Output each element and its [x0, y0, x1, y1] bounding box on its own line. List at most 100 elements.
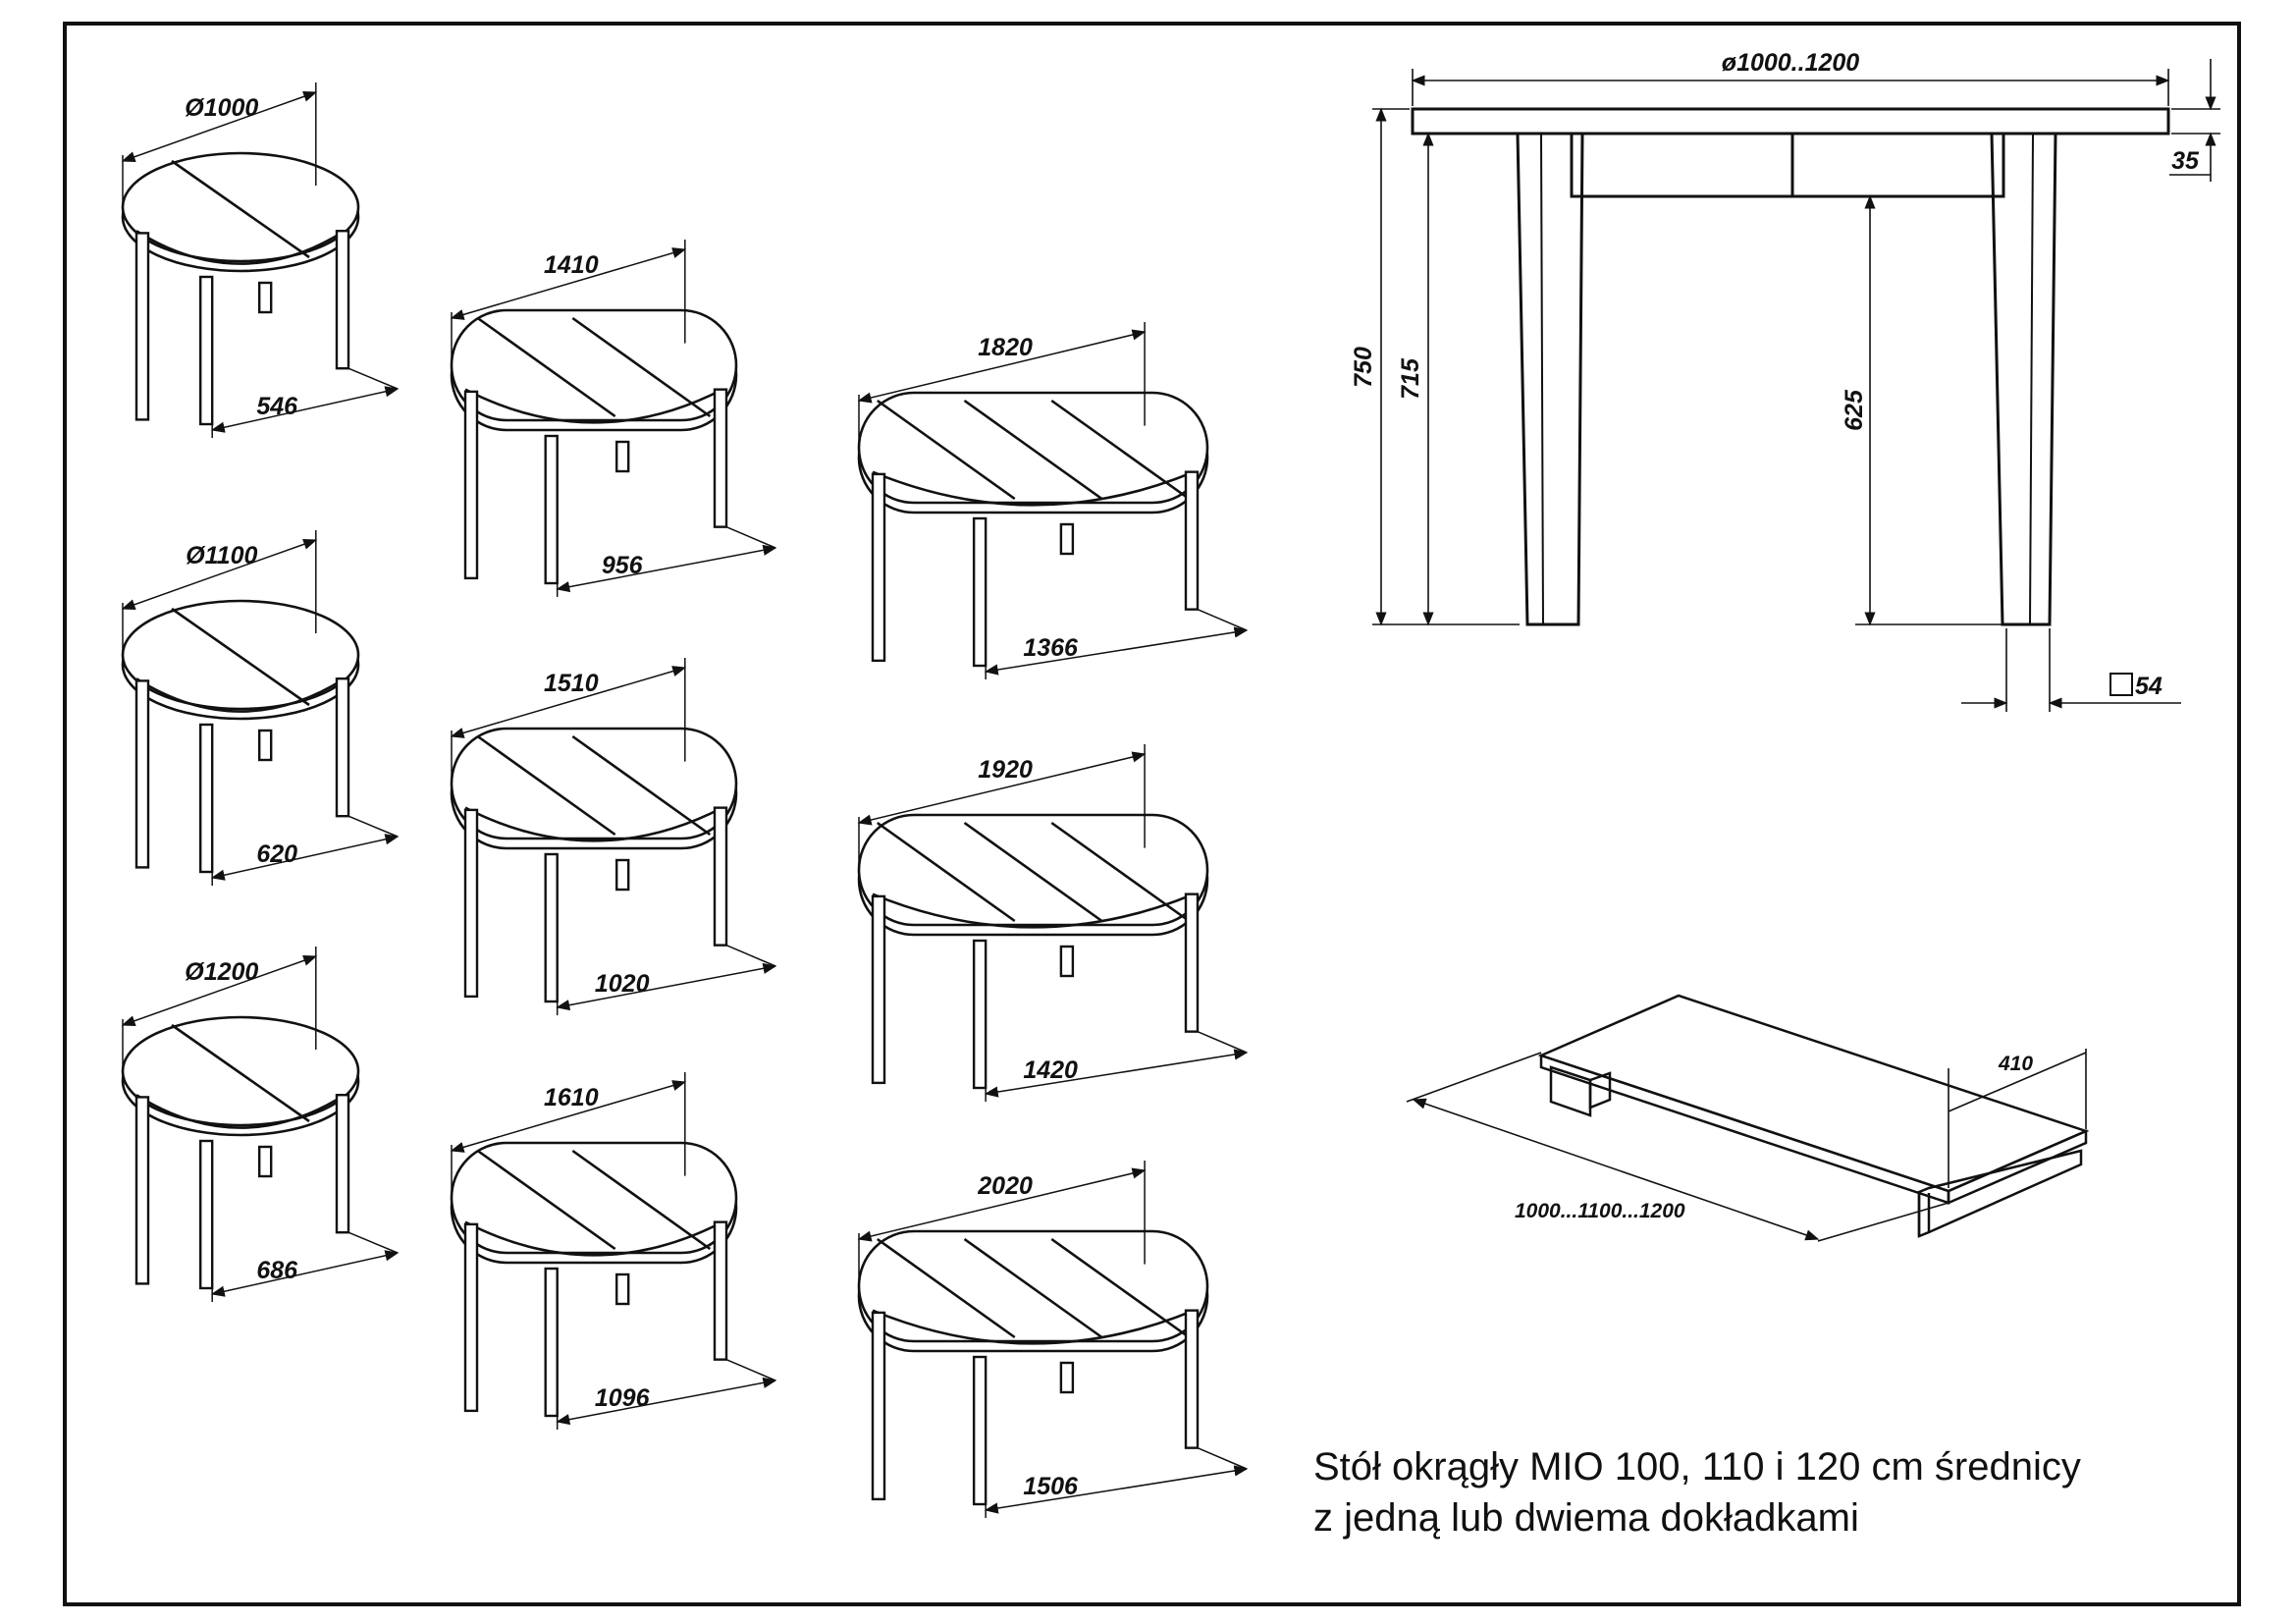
table-leg	[972, 939, 988, 1090]
table-leg	[198, 1139, 214, 1290]
table-leg	[258, 281, 273, 314]
table-leg	[615, 1272, 630, 1306]
table-leg	[134, 232, 150, 421]
table-leg	[871, 472, 886, 663]
sheet-frame	[63, 22, 2241, 1606]
table-ext2-1820	[857, 322, 1248, 679]
bottom-dimension-label: 1506	[1023, 1473, 1079, 1500]
front-width-label: ø1000..1200	[1722, 49, 1859, 77]
table-leg	[134, 1096, 150, 1285]
table-leg	[335, 229, 350, 370]
top-dimension-label: 2020	[977, 1172, 1033, 1200]
table-leg	[198, 275, 214, 426]
table-ext2-1920	[857, 744, 1248, 1102]
leaf-seam	[171, 159, 310, 259]
table-variant-labels: Ø1000546Ø1100620Ø12006861410956151010201…	[185, 94, 1079, 1500]
front-view-left-leg	[1516, 132, 1584, 626]
bottom-dimension-label: 1020	[595, 970, 650, 998]
table-leg	[972, 516, 988, 668]
leaf-seam	[963, 399, 1103, 501]
leaf-seam	[876, 821, 1016, 923]
leaf-seam	[476, 734, 616, 837]
leaf-labels: 410 1000...1100...1200	[1515, 1053, 2033, 1222]
top-dimension-label: Ø1100	[186, 542, 257, 569]
top-dimension-label: 1920	[978, 756, 1033, 784]
table-leg	[871, 894, 886, 1085]
table-ext2-2020	[857, 1161, 1248, 1518]
table-ext1-1410	[450, 240, 776, 597]
leaf-seam	[1050, 821, 1191, 923]
table-leg	[463, 1222, 479, 1413]
table-leg	[1184, 470, 1200, 611]
table-leg	[871, 1311, 886, 1501]
bottom-dimension-label: 686	[256, 1257, 298, 1284]
leaf-length-label: 1000...1100...1200	[1515, 1200, 1685, 1222]
table-leg	[713, 1220, 728, 1361]
table-leg	[1059, 1361, 1075, 1394]
table-leg	[713, 388, 728, 528]
table-leg	[335, 677, 350, 818]
top-thickness-label: 35	[2171, 147, 2200, 175]
top-dimension-label: Ø1200	[185, 958, 258, 986]
table-leg	[713, 806, 728, 947]
table-leg	[544, 434, 559, 585]
leaf-seam	[963, 1237, 1103, 1339]
leaf-seam	[171, 1023, 310, 1123]
front-view-right-leg	[1990, 132, 2057, 626]
tabletop	[121, 1015, 360, 1127]
top-underside-height-label: 715	[1397, 357, 1424, 400]
tabletop	[121, 151, 360, 263]
bottom-dimension-label: 956	[602, 552, 644, 579]
tabletop	[857, 813, 1209, 927]
table-leg	[615, 440, 630, 473]
bottom-dimension-label: 1366	[1023, 634, 1079, 662]
leg-section-label: 54	[2135, 673, 2163, 700]
tabletop	[857, 391, 1209, 505]
table-leg	[544, 852, 559, 1003]
table-leg	[615, 858, 630, 892]
leaf-dimensions	[1406, 1049, 2087, 1242]
apron-clearance-label: 625	[1841, 389, 1868, 431]
bottom-dimension-label: 620	[256, 840, 297, 868]
tabletop	[450, 308, 738, 422]
square-section-icon	[2109, 673, 2133, 696]
leaf-seam	[1050, 1237, 1191, 1339]
top-dimension-label: 1610	[544, 1084, 599, 1111]
table-leg	[1184, 1309, 1200, 1449]
table-leg	[134, 679, 150, 869]
leaf-seam	[171, 607, 310, 707]
leaf-seam	[571, 734, 712, 837]
caption: Stół okrągły MIO 100, 110 i 120 cm średn…	[1313, 1441, 2081, 1543]
leaf-seam	[963, 821, 1103, 923]
table-round-1100	[121, 530, 399, 886]
table-leg	[258, 729, 273, 762]
bottom-dimension-label: 546	[256, 393, 298, 420]
front-view	[1411, 107, 2170, 626]
tabletop	[450, 727, 738, 840]
leaf-seam	[1050, 399, 1191, 501]
leaf-seam	[476, 1149, 616, 1251]
table-leg	[198, 723, 214, 874]
tabletop	[857, 1229, 1209, 1343]
table-leg	[1059, 522, 1075, 556]
table-leg	[544, 1267, 559, 1418]
table-round-1200	[121, 947, 399, 1302]
table-leg	[463, 390, 479, 580]
table-variants	[121, 82, 1249, 1518]
top-dimension-label: Ø1000	[185, 94, 258, 122]
front-view-apron	[1570, 132, 2005, 198]
leaf-seam	[876, 399, 1016, 501]
front-view-labels: ø1000..1200 35 750 715 625 54	[1350, 49, 2200, 700]
top-dimension-label: 1510	[544, 670, 599, 697]
tabletop	[121, 599, 360, 711]
caption-line-2: z jedną lub dwiema dokładkami	[1313, 1496, 1859, 1540]
table-leg	[1059, 945, 1075, 978]
total-height-label: 750	[1350, 347, 1377, 388]
table-leg	[258, 1145, 273, 1178]
leaf-width-label: 410	[1998, 1053, 2033, 1075]
table-leg	[972, 1355, 988, 1506]
table-round-1000	[121, 82, 399, 438]
table-leg	[1184, 893, 1200, 1033]
bottom-dimension-label: 1096	[595, 1384, 651, 1412]
